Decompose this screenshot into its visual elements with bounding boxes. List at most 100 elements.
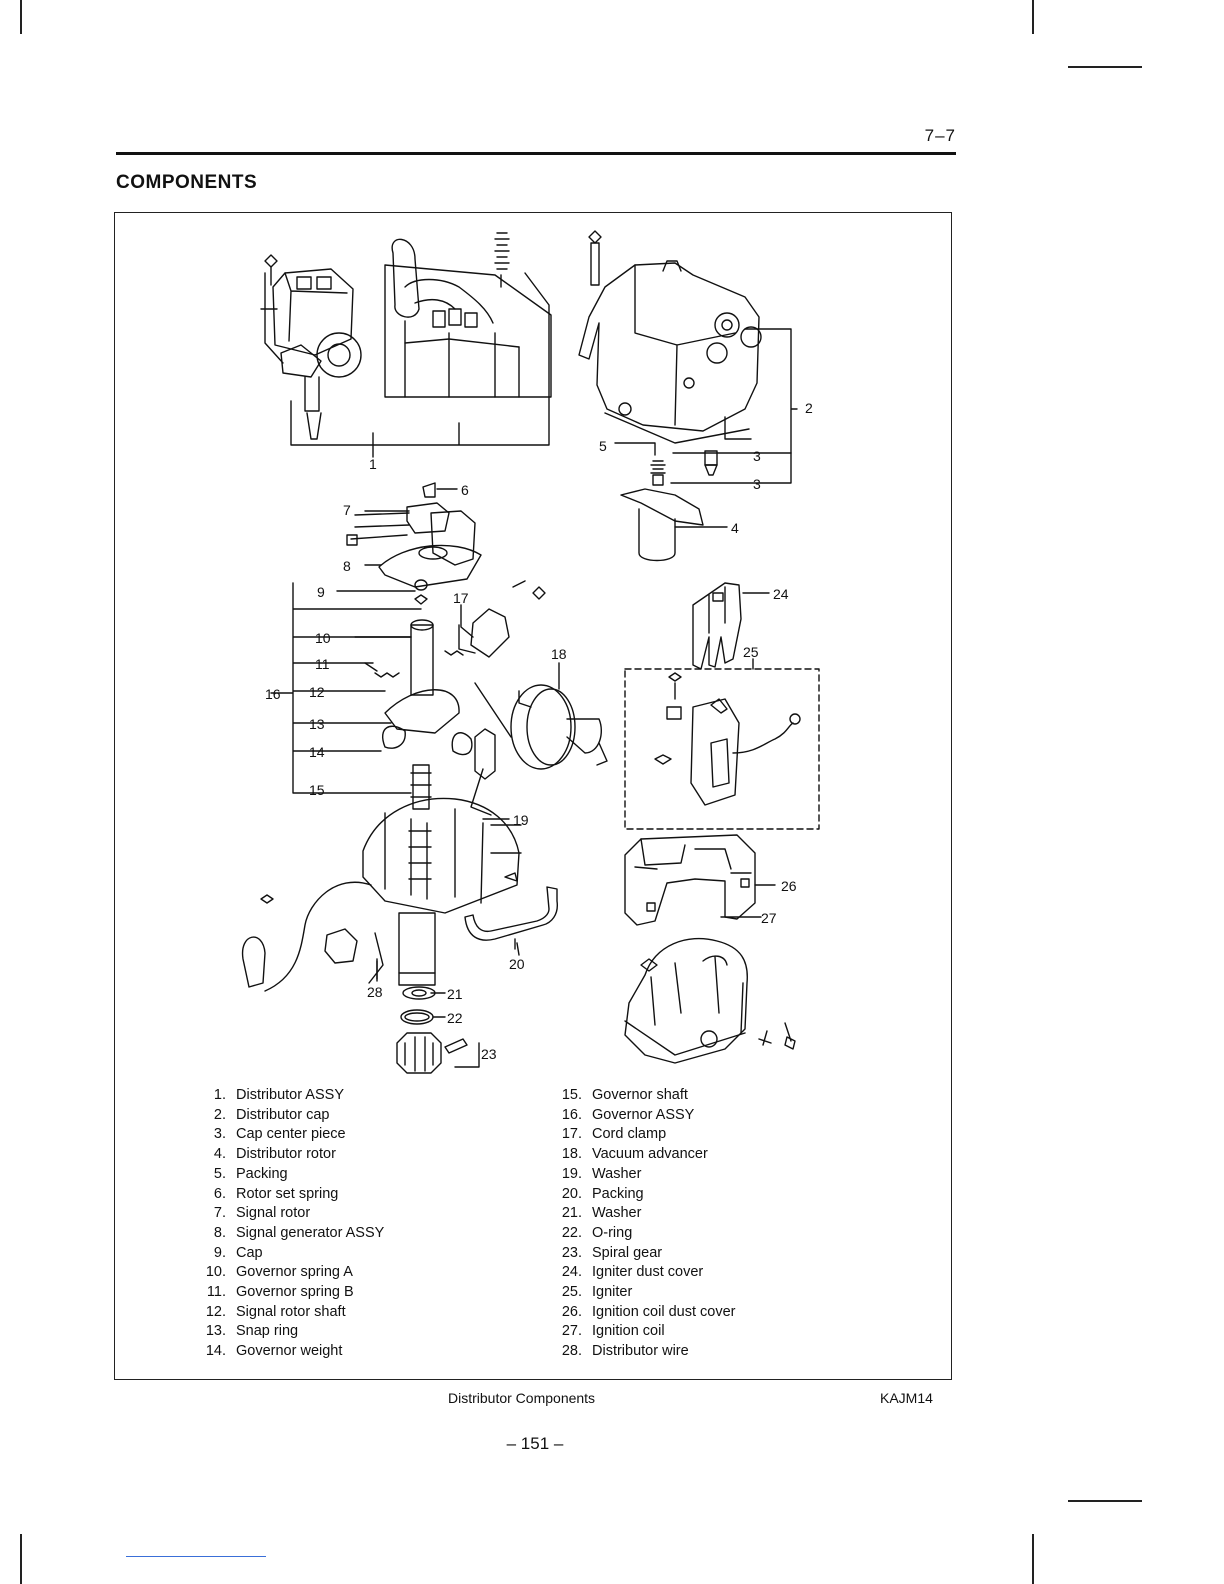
parts-list-item: 14.Governor weight bbox=[190, 1342, 384, 1362]
part-name: Signal rotor shaft bbox=[236, 1303, 346, 1320]
parts-list-item: 23. Spiral gear bbox=[546, 1244, 735, 1264]
part-name: Cord clamp bbox=[592, 1126, 667, 1143]
callout-27: 27 bbox=[761, 910, 777, 926]
part-number: 23. bbox=[561, 1244, 582, 1261]
parts-list-item: 3.Cap center piece bbox=[190, 1125, 384, 1145]
callout-14: 14 bbox=[309, 744, 325, 760]
callout-7: 7 bbox=[343, 502, 351, 518]
callout-12: 12 bbox=[309, 684, 325, 700]
callout-24: 24 bbox=[773, 586, 789, 602]
callout-1: 1 bbox=[369, 456, 377, 472]
part-name: Igniter bbox=[592, 1284, 633, 1301]
part-number: 6. bbox=[213, 1185, 226, 1202]
part-name: Governor weight bbox=[236, 1343, 343, 1360]
part-name: Distributor rotor bbox=[236, 1146, 336, 1163]
part-name: Governor ASSY bbox=[592, 1106, 695, 1123]
parts-list-item: 1.Distributor ASSY bbox=[190, 1086, 384, 1106]
washer-oring-gear-drawing bbox=[396, 986, 480, 1074]
section-title: COMPONENTS bbox=[116, 172, 258, 193]
callout-2: 2 bbox=[805, 400, 813, 416]
ignition-coil-drawing bbox=[624, 937, 796, 1064]
igniter-dashed-frame bbox=[624, 668, 820, 830]
distributor-housing-drawing bbox=[362, 728, 522, 986]
igniter-dust-cover-drawing bbox=[692, 582, 742, 670]
distributor-cutaway-inset bbox=[384, 232, 552, 398]
parts-list-item: 10.Governor spring A bbox=[190, 1263, 384, 1283]
parts-list-item: 26. Ignition coil dust cover bbox=[546, 1303, 736, 1323]
packing-drawing bbox=[464, 886, 558, 956]
parts-list-item: 25.Igniter bbox=[546, 1283, 735, 1303]
callout-20: 20 bbox=[509, 956, 525, 972]
parts-list-item: 19.Washer bbox=[546, 1165, 735, 1185]
part-number: 18. bbox=[561, 1146, 582, 1163]
parts-list-item: 17.Cord clamp bbox=[546, 1125, 735, 1145]
part-number: 28. bbox=[561, 1343, 582, 1360]
part-number: 10. bbox=[205, 1264, 226, 1281]
page-number: – 151 – bbox=[506, 1434, 564, 1453]
part-number: 27. bbox=[561, 1323, 582, 1340]
part-number: 2. bbox=[213, 1106, 226, 1123]
part-number: 5. bbox=[213, 1165, 226, 1182]
ignition-coil-dust-cover-drawing bbox=[624, 834, 756, 926]
cap-center-piece-drawing bbox=[650, 450, 718, 486]
part-name: Washer bbox=[592, 1205, 642, 1222]
callout-3b: 3 bbox=[753, 476, 761, 492]
callout-8: 8 bbox=[343, 558, 351, 574]
section-page-number: 7–7 bbox=[924, 126, 956, 145]
part-number: 22. bbox=[561, 1224, 582, 1241]
part-name: Ignition coil dust cover bbox=[592, 1303, 736, 1320]
exploded-view-diagram: 1 2 3 3 4 5 6 7 8 9 10 11 12 13 14 15 16… bbox=[241, 230, 820, 1074]
bottom-blue-rule bbox=[126, 1556, 266, 1557]
part-name: Rotor set spring bbox=[236, 1185, 339, 1202]
distributor-assy-drawing bbox=[260, 254, 550, 446]
parts-list-item: 6. Rotor set spring bbox=[190, 1185, 384, 1205]
parts-list-item: 4.Distributor rotor bbox=[190, 1145, 384, 1165]
callout-26: 26 bbox=[781, 878, 797, 894]
figure-frame: 1 2 3 3 4 5 6 7 8 9 10 11 12 13 14 15 16… bbox=[114, 212, 952, 1380]
callout-16: 16 bbox=[265, 686, 281, 702]
callout-6: 6 bbox=[461, 482, 469, 498]
part-name: Cap bbox=[236, 1244, 263, 1261]
part-name: Washer bbox=[592, 1165, 642, 1182]
callout-10: 10 bbox=[315, 630, 331, 646]
crop-mark-bottom-right bbox=[1032, 1534, 1034, 1584]
parts-list-item: 24.Igniter dust cover bbox=[546, 1263, 735, 1283]
part-number: 9. bbox=[213, 1244, 226, 1261]
part-name: Cap center piece bbox=[236, 1126, 346, 1143]
callout-13: 13 bbox=[309, 716, 325, 732]
part-name: Distributor cap bbox=[236, 1106, 330, 1123]
parts-list-item: 12. Signal rotor shaft bbox=[190, 1303, 384, 1323]
distributor-rotor-drawing bbox=[620, 488, 704, 562]
part-number: 26. bbox=[561, 1303, 582, 1320]
callout-labels: 1 2 3 3 4 5 6 7 8 9 10 11 12 13 14 15 16… bbox=[265, 400, 813, 1062]
callout-22: 22 bbox=[447, 1010, 463, 1026]
parts-list-item: 13.Snap ring bbox=[190, 1322, 384, 1342]
vacuum-advancer-drawing bbox=[510, 684, 608, 770]
part-name: Signal generator ASSY bbox=[236, 1224, 385, 1241]
parts-list-item: 28. Distributor wire bbox=[546, 1342, 735, 1362]
part-number: 12. bbox=[205, 1303, 226, 1320]
parts-list-item: 7. Signal rotor bbox=[190, 1204, 384, 1224]
part-number: 7. bbox=[213, 1205, 226, 1222]
part-name: Governor spring B bbox=[236, 1284, 354, 1301]
callout-15: 15 bbox=[309, 782, 325, 798]
part-number: 20. bbox=[561, 1185, 582, 1202]
parts-list-item: 15.Governor shaft bbox=[546, 1086, 735, 1106]
parts-list-item: 11.Governor spring B bbox=[190, 1283, 384, 1303]
parts-list-item: 20.Packing bbox=[546, 1185, 735, 1205]
part-name: Spiral gear bbox=[592, 1244, 663, 1261]
callout-5: 5 bbox=[599, 438, 607, 454]
part-name: O-ring bbox=[592, 1224, 633, 1241]
distributor-wire-drawing bbox=[241, 881, 384, 992]
parts-list-item: 9. Cap bbox=[190, 1244, 384, 1264]
figure-caption: Distributor Components bbox=[448, 1390, 596, 1406]
crop-mark-right-upper bbox=[1068, 66, 1142, 68]
part-name: Distributor wire bbox=[592, 1343, 689, 1360]
callout-23: 23 bbox=[481, 1046, 497, 1062]
part-name: Signal rotor bbox=[236, 1205, 311, 1222]
crop-mark-top-left bbox=[20, 0, 22, 34]
callout-21: 21 bbox=[447, 986, 463, 1002]
parts-list-item: 2. Distributor cap bbox=[190, 1106, 384, 1126]
